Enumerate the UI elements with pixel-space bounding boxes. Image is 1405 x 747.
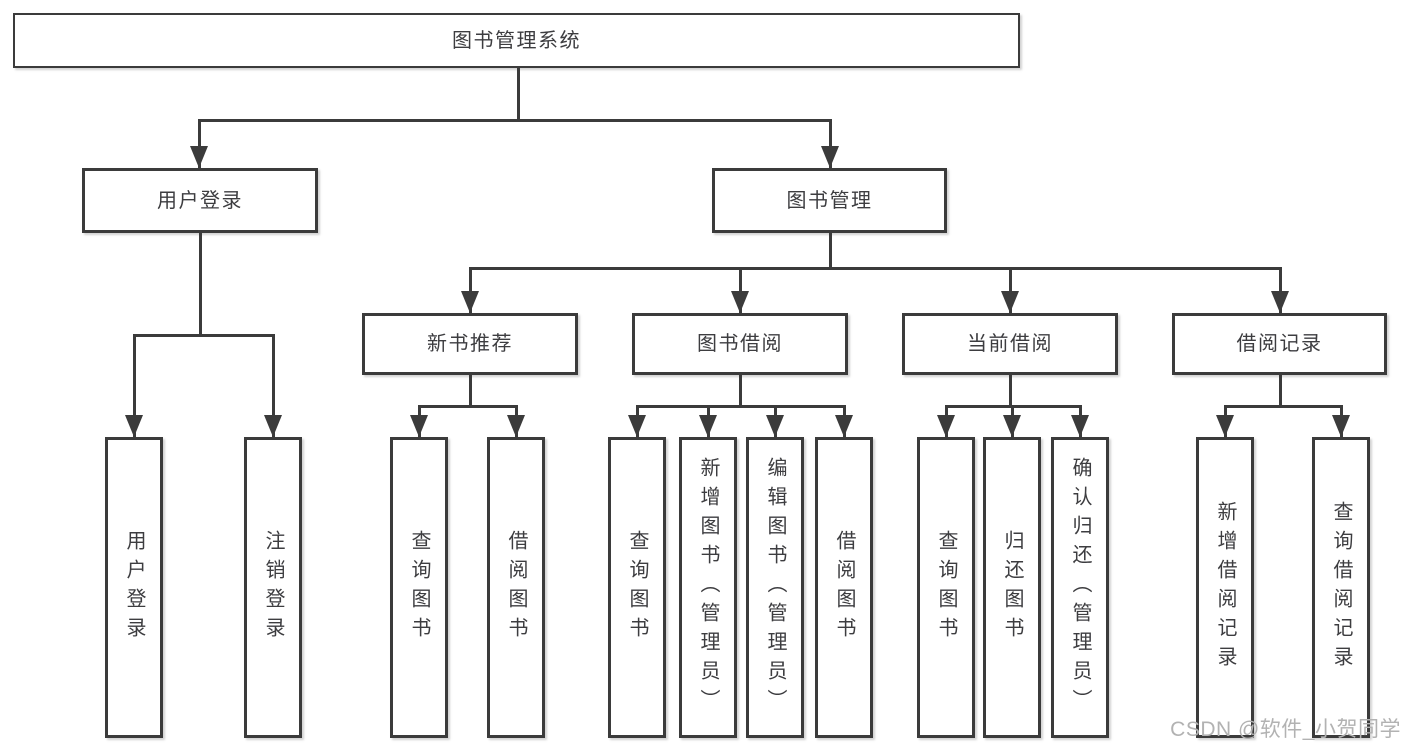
leaf-current-query-books: 查询图书 <box>917 437 975 738</box>
leaf-recommend-query-books-label: 查询图书 <box>408 529 430 646</box>
node-current-borrow: 当前借阅 <box>902 313 1118 375</box>
arrow-down-icon <box>190 146 208 168</box>
edge-drop-current-borrow <box>1009 268 1012 313</box>
leaf-records-add-record-label: 新增借阅记录 <box>1214 500 1236 675</box>
edge-current-stem <box>1009 375 1012 406</box>
leaf-current-query-books-label: 查询图书 <box>935 529 957 646</box>
leaf-recommend-borrow-books-label: 借阅图书 <box>505 529 527 646</box>
arrow-down-icon <box>699 415 717 437</box>
node-book-management-label: 图书管理 <box>786 189 873 212</box>
leaf-borrow-borrow-books-label: 借阅图书 <box>833 529 855 646</box>
arrow-down-icon <box>937 415 955 437</box>
arrow-down-icon <box>1271 291 1289 313</box>
leaf-borrow-edit-books-label: 编辑图书（管理员） <box>764 457 786 718</box>
edge-user-login-stem <box>199 233 202 335</box>
leaf-logout-label: 注销登录 <box>262 529 284 646</box>
arrow-down-icon <box>264 415 282 437</box>
csdn-watermark: CSDN @软件_小贺同学 <box>1170 718 1401 741</box>
edge-drop-book-borrow <box>739 268 742 313</box>
edge-drop-new-book-recommend <box>469 268 472 313</box>
leaf-borrow-add-books: 新增图书（管理员） <box>679 437 737 738</box>
arrow-down-icon <box>1216 415 1234 437</box>
edge-drop-leaf-user-login <box>133 335 136 437</box>
edge-user-login-bar <box>133 334 275 337</box>
node-new-book-recommend: 新书推荐 <box>362 313 578 375</box>
edge-records-bar <box>1224 405 1343 408</box>
leaf-recommend-query-books: 查询图书 <box>390 437 448 738</box>
leaf-borrow-borrow-books: 借阅图书 <box>815 437 873 738</box>
arrow-down-icon <box>1332 415 1350 437</box>
node-borrow-records: 借阅记录 <box>1172 313 1387 375</box>
leaf-current-return-books-label: 归还图书 <box>1001 529 1023 646</box>
edge-drop-user-login <box>198 120 201 168</box>
arrow-down-icon <box>461 291 479 313</box>
arrow-down-icon <box>125 415 143 437</box>
arrow-down-icon <box>1071 415 1089 437</box>
edge-recommend-stem <box>469 375 472 406</box>
node-user-login: 用户登录 <box>82 168 318 233</box>
leaf-logout: 注销登录 <box>244 437 302 738</box>
leaf-borrow-query-books: 查询图书 <box>608 437 666 738</box>
edge-recommend-bar <box>418 405 518 408</box>
arrow-down-icon <box>410 415 428 437</box>
node-book-borrow-label: 图书借阅 <box>697 333 783 355</box>
node-book-management: 图书管理 <box>712 168 947 233</box>
leaf-borrow-add-books-label: 新增图书（管理员） <box>697 457 719 718</box>
leaf-user-login-label: 用户登录 <box>123 529 145 646</box>
edge-drop-borrow-records <box>1279 268 1282 313</box>
edge-level1-bar <box>198 119 832 122</box>
arrow-down-icon <box>766 415 784 437</box>
leaf-borrow-edit-books: 编辑图书（管理员） <box>746 437 804 738</box>
leaf-current-return-books: 归还图书 <box>983 437 1041 738</box>
arrow-down-icon <box>821 146 839 168</box>
leaf-current-confirm-return-label: 确认归还（管理员） <box>1069 457 1091 718</box>
arrow-down-icon <box>835 415 853 437</box>
leaf-user-login: 用户登录 <box>105 437 163 738</box>
node-new-book-recommend-label: 新书推荐 <box>427 333 513 355</box>
edge-level3-bar <box>469 267 1282 270</box>
leaf-current-confirm-return: 确认归还（管理员） <box>1051 437 1109 738</box>
leaf-records-query-record-label: 查询借阅记录 <box>1330 500 1352 675</box>
arrow-down-icon <box>628 415 646 437</box>
leaf-borrow-query-books-label: 查询图书 <box>626 529 648 646</box>
node-book-borrow: 图书借阅 <box>632 313 848 375</box>
edge-records-stem <box>1279 375 1282 406</box>
node-user-login-label: 用户登录 <box>157 189 243 212</box>
arrow-down-icon <box>1003 415 1021 437</box>
node-root: 图书管理系统 <box>13 13 1020 68</box>
node-current-borrow-label: 当前借阅 <box>967 333 1053 355</box>
arrow-down-icon <box>507 415 525 437</box>
edge-book-management-stem <box>829 233 832 268</box>
edge-borrow-stem <box>739 375 742 406</box>
node-borrow-records-label: 借阅记录 <box>1236 333 1323 355</box>
edge-drop-book-management <box>829 120 832 168</box>
leaf-recommend-borrow-books: 借阅图书 <box>487 437 545 738</box>
arrow-down-icon <box>731 291 749 313</box>
edge-root-stem <box>517 68 520 120</box>
node-root-label: 图书管理系统 <box>452 29 581 52</box>
leaf-records-query-record: 查询借阅记录 <box>1312 437 1370 738</box>
edge-drop-leaf-logout <box>272 335 275 437</box>
leaf-records-add-record: 新增借阅记录 <box>1196 437 1254 738</box>
edge-borrow-bar <box>636 405 846 408</box>
arrow-down-icon <box>1001 291 1019 313</box>
